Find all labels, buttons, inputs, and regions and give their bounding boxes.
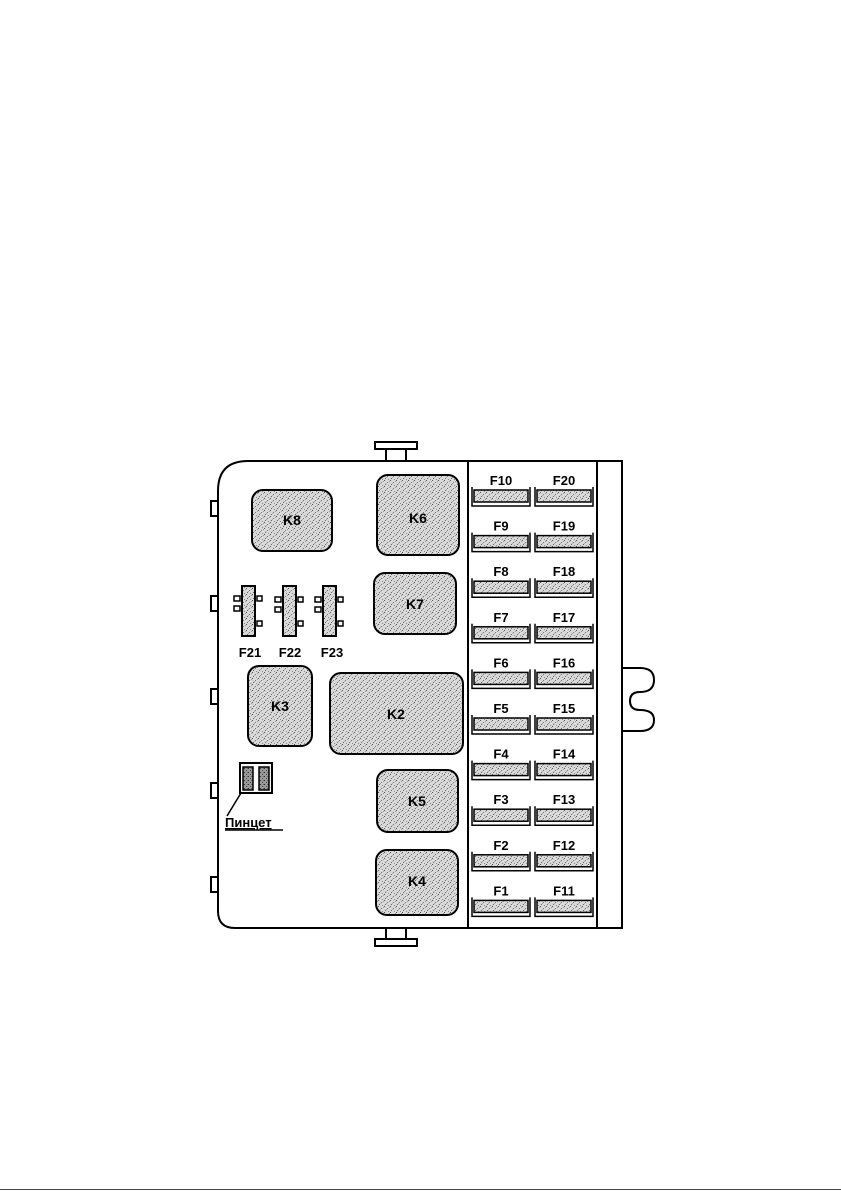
blade-fuse-F17: F17 [535,610,593,643]
blade-fuse-F1: F1 [472,883,530,916]
fuse-row: F6 F16 [472,655,593,688]
relay-K8: K8 [252,490,332,551]
fuse-label: F10 [490,473,512,488]
fuse-body [474,581,528,593]
blade-fuse-F19: F19 [535,519,593,552]
blade-fuse-F7: F7 [472,610,530,643]
fuse-body [537,809,591,821]
blade-fuse-F12: F12 [535,838,593,871]
top-latch [375,442,417,461]
small-fuse-label: F22 [279,645,301,660]
blade-fuse-F14: F14 [535,747,593,780]
fuse-label: F2 [493,838,508,853]
tweezers-label: Пинцет [225,815,272,830]
fuse-label: F6 [493,655,508,670]
small-fuse-label: F23 [321,645,343,660]
relay-label: K3 [271,698,289,714]
relay-K2: K2 [330,673,463,754]
blade-fuse-F6: F6 [472,655,530,688]
fuse-label: F20 [553,473,575,488]
right-connector-hook [622,668,654,731]
fuse-body [537,490,591,502]
fuse-row: F1 F11 [472,883,593,916]
relay-label: K4 [408,873,426,889]
fuse-row: F7 F17 [472,610,593,643]
blade-fuse-F13: F13 [535,792,593,825]
relay-label: K2 [387,706,405,722]
fuse-label: F16 [553,655,575,670]
blade-fuse-F20: F20 [535,473,593,506]
small-fuse-F23: F23 [315,586,343,660]
fuse-body [474,809,528,821]
blade-fuse-F15: F15 [535,701,593,734]
fuse-label: F5 [493,701,508,716]
fuse-body [537,900,591,912]
fuse-body [474,672,528,684]
blade-fuse-F8: F8 [472,564,530,597]
blade-fuse-F4: F4 [472,747,530,780]
small-fuse-F21: F21 [234,586,262,660]
fuse-body [474,900,528,912]
fuse-body [537,718,591,730]
relay-label: K7 [406,596,424,612]
fuse-label: F1 [493,883,508,898]
fuse-body [474,490,528,502]
blade-fuse-F3: F3 [472,792,530,825]
fuse-label: F12 [553,838,575,853]
fuse-body [537,536,591,548]
relay-label: K6 [409,510,427,526]
fuse-row: F2 F12 [472,838,593,871]
fuse-label: F8 [493,564,508,579]
relay-K4: K4 [376,850,458,915]
fuse-body [537,672,591,684]
fuse-label: F18 [553,564,575,579]
fuse-body [474,718,528,730]
blade-fuse-F16: F16 [535,655,593,688]
fuse-row: F3 F13 [472,792,593,825]
fuse-row: F4 F14 [472,747,593,780]
left-side-tabs [211,501,218,892]
small-fuse-F22: F22 [275,586,303,660]
fuse-body [537,764,591,776]
fuse-body [474,764,528,776]
tweezers: Пинцет [225,763,283,830]
blade-fuse-F11: F11 [535,883,593,916]
fuse-label: F14 [553,747,576,762]
fuse-label: F15 [553,701,575,716]
relay-K5: K5 [377,770,458,832]
fuse-body [474,627,528,639]
relay-K6: K6 [377,475,459,555]
blade-fuse-F10: F10 [472,473,530,506]
blade-fuse-F2: F2 [472,838,530,871]
fuse-body [537,855,591,867]
small-fuse-label: F21 [239,645,261,660]
fuse-body [537,581,591,593]
fuse-row: F9 F19 [472,519,593,552]
relay-K3: K3 [248,666,312,746]
fuse-label: F7 [493,610,508,625]
blade-fuse-F9: F9 [472,519,530,552]
fuse-label: F13 [553,792,575,807]
fuse-label: F4 [493,747,509,762]
relay-label: K8 [283,512,301,528]
fuse-label: F3 [493,792,508,807]
fuse-row: F10 F20 [472,473,593,506]
fuse-body [474,855,528,867]
blade-fuse-F5: F5 [472,701,530,734]
fuse-body [537,627,591,639]
fuse-row: F5 F15 [472,701,593,734]
page-bottom-rule [0,1189,841,1190]
blade-fuse-F18: F18 [535,564,593,597]
fuse-body [474,536,528,548]
bottom-latch [375,928,417,946]
fuse-label: F9 [493,519,508,534]
fuse-label: F19 [553,519,575,534]
fuse-label: F17 [553,610,575,625]
fuse-label: F11 [553,883,575,898]
relay-label: K5 [408,793,426,809]
relay-K7: K7 [374,573,456,634]
fuse-row: F8 F18 [472,564,593,597]
